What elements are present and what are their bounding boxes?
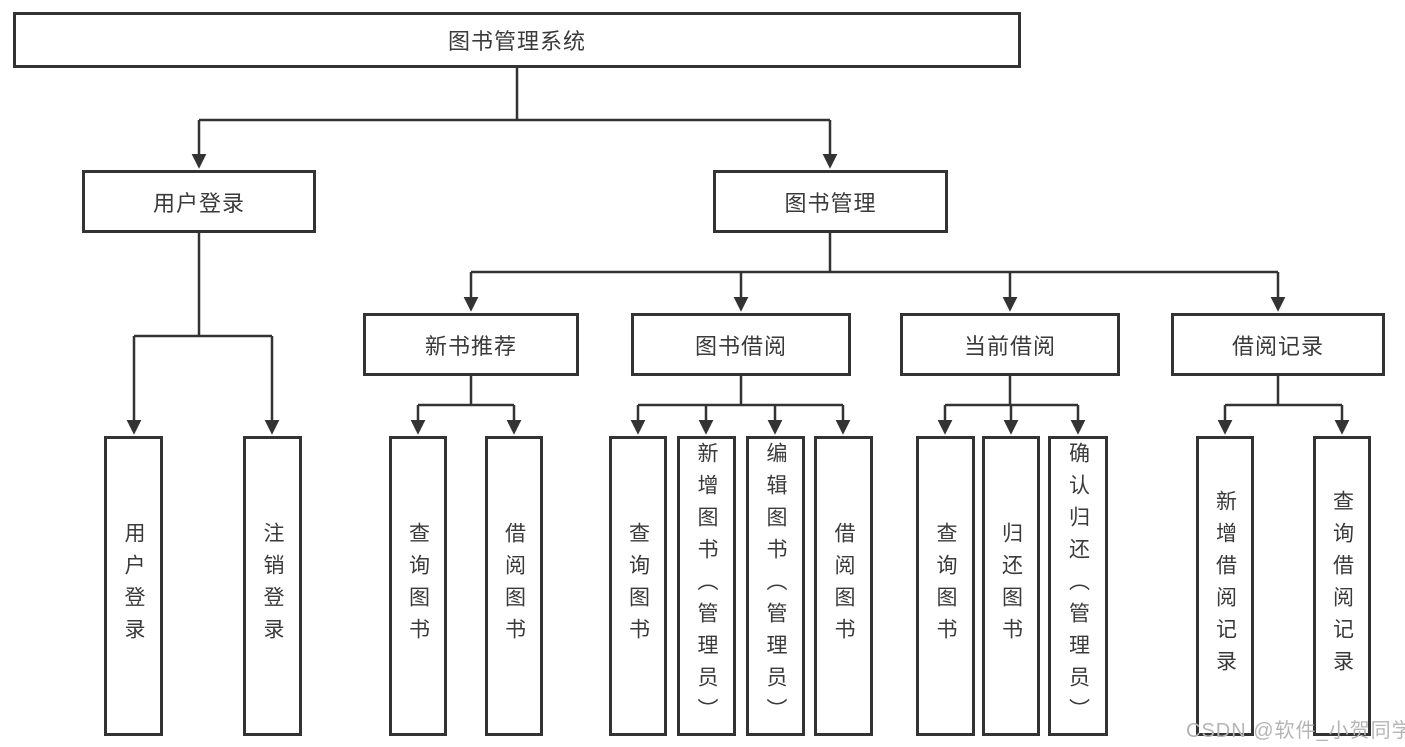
leaf-add-books-admin: 新增图书（管理员）: [677, 436, 736, 736]
node-borrow-record: 借阅记录: [1171, 313, 1385, 376]
node-root-system: 图书管理系统: [13, 12, 1021, 68]
node-book-management: 图书管理: [713, 170, 948, 233]
leaf-logout-login: 注销登录: [243, 436, 302, 736]
leaf-query-books-current: 查询图书: [916, 436, 975, 736]
leaf-label: 查询图书: [406, 522, 430, 650]
csdn-watermark: CSDN @软件_小贺同学: [1186, 720, 1405, 742]
leaf-label: 归还图书: [999, 522, 1023, 650]
leaf-label: 注销登录: [261, 522, 284, 650]
leaf-label: 新增借阅记录: [1213, 490, 1237, 682]
leaf-edit-books-admin: 编辑图书（管理员）: [746, 436, 805, 736]
leaf-borrow-books-recommend: 借阅图书: [485, 436, 543, 736]
leaf-label: 查询借阅记录: [1330, 490, 1354, 682]
leaf-confirm-return-admin: 确认归还（管理员）: [1048, 436, 1108, 736]
leaf-label: 用户登录: [122, 522, 145, 650]
leaf-user-login: 用户登录: [104, 436, 163, 736]
node-new-book-recommend: 新书推荐: [363, 313, 579, 376]
leaf-return-books: 归还图书: [982, 436, 1040, 736]
node-user-login: 用户登录: [82, 170, 316, 233]
leaf-query-books-recommend: 查询图书: [389, 436, 447, 736]
leaf-borrow-books: 借阅图书: [814, 436, 873, 736]
leaf-label: 借阅图书: [502, 522, 526, 650]
leaf-add-borrow-record: 新增借阅记录: [1196, 436, 1254, 736]
leaf-query-borrow-record: 查询借阅记录: [1313, 436, 1371, 736]
leaf-label: 查询图书: [934, 522, 957, 650]
leaf-label: 借阅图书: [832, 522, 855, 650]
leaf-query-books-borrow: 查询图书: [609, 436, 667, 736]
leaf-label: 查询图书: [626, 522, 650, 650]
leaf-label: 确认归还（管理员）: [1066, 442, 1090, 730]
node-book-borrow: 图书借阅: [631, 313, 851, 376]
leaf-label: 编辑图书（管理员）: [764, 442, 787, 730]
node-current-borrow: 当前借阅: [900, 313, 1120, 376]
leaf-label: 新增图书（管理员）: [695, 442, 718, 730]
